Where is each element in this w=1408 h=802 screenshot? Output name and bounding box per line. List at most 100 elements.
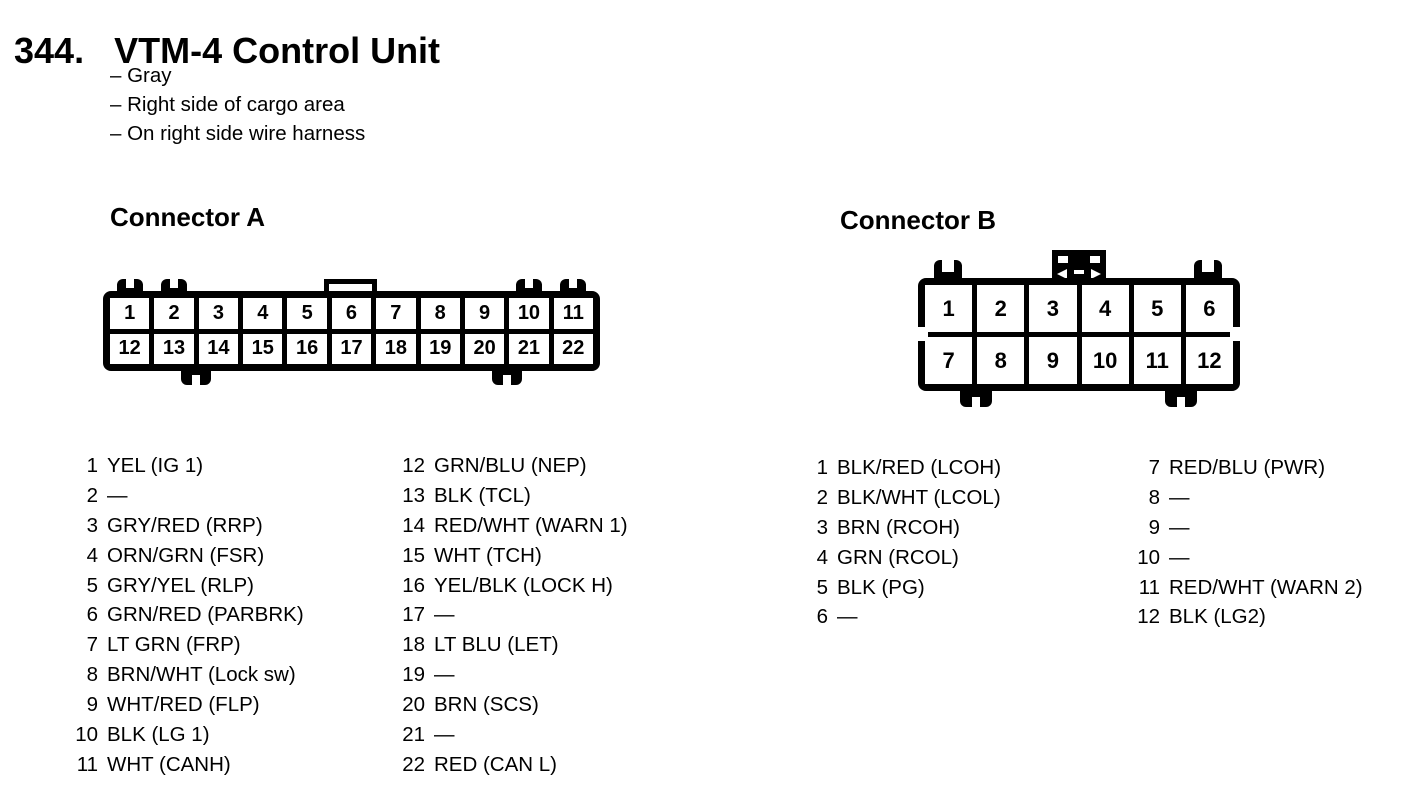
pin-number: 22 — [402, 752, 425, 776]
pin-row: 5 GRY/YEL (RLP) — [64, 571, 304, 601]
connector-b-heading: Connector B — [840, 204, 996, 235]
pin-row: 7 RED/BLU (PWR) — [1122, 453, 1363, 483]
pin-number: 12 — [1137, 605, 1160, 629]
pin-label: YEL/BLK (LOCK H) — [434, 573, 613, 597]
connector-a-heading: Connector A — [110, 201, 266, 232]
connector-a-pin-cell: 1 — [110, 298, 150, 329]
connector-a-top-tab-icon — [161, 279, 187, 293]
connector-a-pin-cell: 18 — [376, 333, 416, 364]
pin-row: 6 GRN/RED (PARBRK) — [64, 600, 304, 630]
connector-b-pin-list-left: 1 BLK/RED (LCOH) 2 BLK/WHT (LCOL) 3 BRN … — [794, 453, 1001, 632]
connector-a-pin-cell: 6 — [331, 298, 372, 329]
note-line: – Gray — [110, 64, 172, 87]
unit-name: VTM-4 Control Unit — [114, 30, 441, 72]
pin-number: 18 — [402, 633, 425, 657]
pin-number: 1 — [86, 453, 98, 477]
connector-a-pin-cell: 5 — [287, 298, 327, 329]
pin-number: 10 — [1137, 545, 1160, 569]
connector-a-pin-cell: 14 — [198, 333, 239, 364]
connector-a-pin-list-left: 1 YEL (IG 1) 2 — 3 GRY/RED (RRP) 4 ORN/G… — [64, 451, 304, 780]
connector-a-pin-cell: 4 — [243, 298, 283, 329]
pin-label: — — [434, 663, 455, 687]
pin-number: 14 — [402, 513, 425, 537]
connector-a-pin-cell: 3 — [198, 298, 239, 329]
pin-label: — — [1169, 515, 1190, 539]
pin-number: 20 — [402, 693, 425, 717]
pin-label: — — [434, 722, 455, 746]
pin-number: 19 — [402, 663, 425, 687]
latch-mark — [1090, 256, 1100, 263]
pin-number: 9 — [86, 693, 98, 717]
connector-a-pin-cell: 2 — [154, 298, 194, 329]
connector-b-pin-cell: 3 — [1029, 285, 1077, 332]
connector-b-pin-cell: 5 — [1133, 285, 1181, 332]
pin-label: — — [107, 483, 128, 507]
connector-b-pin-cell: 10 — [1081, 337, 1129, 384]
pin-row: 11 RED/WHT (WARN 2) — [1122, 573, 1363, 603]
pin-row: 1 YEL (IG 1) — [64, 451, 304, 481]
connector-a-pin-list-right: 12 GRN/BLU (NEP) 13 BLK (TCL) 14 RED/WHT… — [389, 451, 628, 780]
pin-label: — — [434, 603, 455, 627]
pin-number: 21 — [402, 722, 425, 746]
connector-a-pin-cell: 17 — [331, 333, 372, 364]
connector-b-pin-cell: 8 — [977, 337, 1025, 384]
pin-row: 14 RED/WHT (WARN 1) — [389, 511, 627, 541]
pin-row: 12 GRN/BLU (NEP) — [389, 451, 628, 481]
pin-label: BLK (LG2) — [1169, 605, 1266, 629]
pin-label: BLK/WHT (LCOL) — [837, 485, 1001, 509]
pin-number: 11 — [76, 752, 98, 776]
connector-a-top-tab-icon — [560, 279, 586, 293]
pin-label: ORN/GRN (FSR) — [107, 543, 265, 567]
location-notes: – Gray – Right side of cargo area – On r… — [110, 61, 365, 148]
pin-label: RED/WHT (WARN 2) — [1169, 575, 1363, 599]
pin-row: 7 LT GRN (FRP) — [64, 630, 304, 660]
connector-b-bottom-tab-icon — [1165, 389, 1197, 407]
pin-row: 8 — — [1122, 483, 1363, 513]
pin-label: BLK/RED (LCOH) — [837, 455, 1002, 479]
connector-a-pin-cell: 12 — [110, 333, 150, 364]
latch-mark — [1058, 256, 1068, 263]
connector-a-pin-cell: 15 — [243, 333, 283, 364]
pin-label: — — [1169, 485, 1190, 509]
connector-b-bottom-tab-icon — [960, 389, 992, 407]
connector-b-pin-cell: 12 — [1185, 337, 1233, 384]
pin-row: 8 BRN/WHT (Lock sw) — [64, 660, 304, 690]
connector-a-pin-cell: 21 — [509, 333, 549, 364]
note-line: – On right side wire harness — [110, 122, 366, 145]
pin-label: — — [837, 605, 858, 629]
pin-row: 2 BLK/WHT (LCOL) — [794, 483, 1001, 513]
pin-number: 4 — [816, 545, 828, 569]
connector-a-pin-cell: 8 — [420, 298, 460, 329]
latch-mark — [1091, 269, 1101, 279]
connector-b-pin-cell: 1 — [925, 285, 973, 332]
pin-label: GRN (RCOL) — [837, 545, 959, 569]
pin-number: 5 — [816, 575, 828, 599]
pin-row: 12 BLK (LG2) — [1122, 602, 1363, 632]
pin-row: 18 LT BLU (LET) — [389, 630, 628, 660]
pin-row: 9 — — [1122, 513, 1363, 543]
connector-a-pin-cell: 19 — [420, 333, 460, 364]
pin-number: 7 — [1148, 455, 1160, 479]
pin-row: 4 GRN (RCOL) — [794, 543, 1001, 573]
pin-number: 9 — [1148, 515, 1160, 539]
connector-b-pin-cell: 7 — [925, 337, 973, 384]
pin-label: LT GRN (FRP) — [107, 633, 241, 657]
connector-b-pin-cell: 9 — [1029, 337, 1077, 384]
pin-number: 8 — [1148, 485, 1160, 509]
note-line: – Right side of cargo area — [110, 93, 345, 116]
connector-b-pin-cell: 4 — [1081, 285, 1129, 332]
pin-number: 1 — [816, 455, 828, 479]
pin-row: 3 GRY/RED (RRP) — [64, 511, 304, 541]
pin-label: WHT/RED (FLP) — [107, 693, 260, 717]
pin-row: 20 BRN (SCS) — [389, 690, 628, 720]
connector-a-bottom-tab-icon — [492, 369, 522, 385]
pin-number: 2 — [816, 485, 828, 509]
pin-label: BRN/WHT (Lock sw) — [107, 663, 296, 687]
connector-b-side-notch — [1230, 327, 1240, 341]
pin-number: 15 — [402, 543, 425, 567]
pin-row: 17 — — [389, 600, 628, 630]
pin-label: YEL (IG 1) — [107, 453, 204, 477]
